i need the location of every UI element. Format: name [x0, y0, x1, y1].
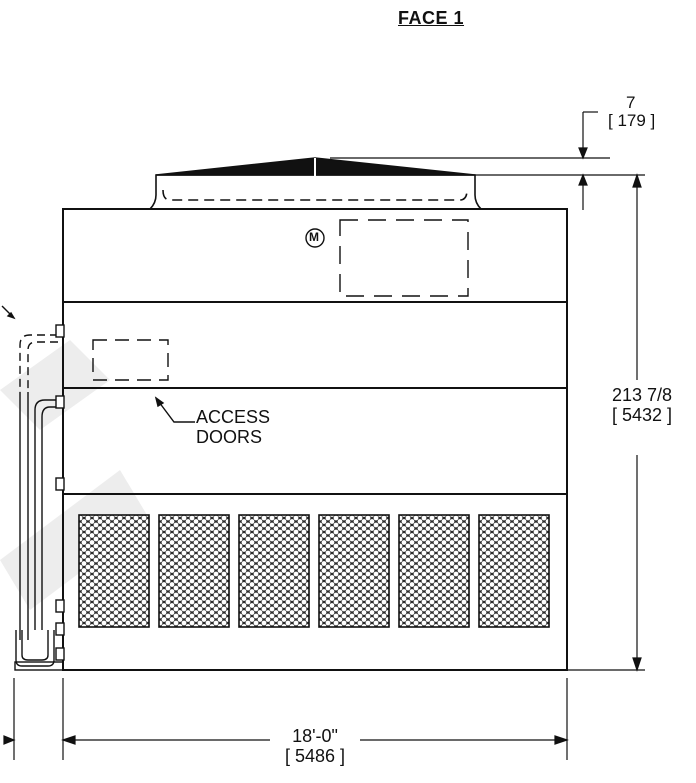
intake-panel — [78, 514, 150, 628]
top-offset-inches: 7 — [626, 93, 636, 112]
top-offset-dimension — [330, 111, 645, 210]
width-mm: [ 5486 ] — [284, 746, 346, 766]
intake-panels — [78, 514, 550, 628]
drawing-title: FACE 1 — [398, 8, 465, 28]
access-doors-label-1: ACCESS — [196, 407, 271, 427]
intake-panel — [318, 514, 390, 628]
logo-letter: M — [309, 230, 319, 244]
access-door-upper — [339, 219, 469, 297]
side-piping — [1, 305, 65, 671]
unit-casing — [62, 208, 568, 671]
access-doors-label-2: DOORS — [196, 427, 263, 447]
width-dimension — [3, 678, 569, 760]
height-mm: [ 5432 ] — [611, 405, 673, 425]
fan-cowl — [149, 157, 482, 210]
intake-panel — [238, 514, 310, 628]
height-inches: 213 7/8 — [611, 385, 673, 405]
intake-panel — [478, 514, 550, 628]
width-feet: 18'-0" — [292, 726, 338, 746]
logo-mark — [305, 228, 325, 248]
intake-panel — [398, 514, 470, 628]
access-door-lower — [92, 339, 169, 381]
intake-panel — [158, 514, 230, 628]
height-dimension — [567, 173, 645, 672]
top-offset-mm: [ 179 ] — [608, 111, 656, 130]
access-doors-leader — [154, 396, 195, 423]
